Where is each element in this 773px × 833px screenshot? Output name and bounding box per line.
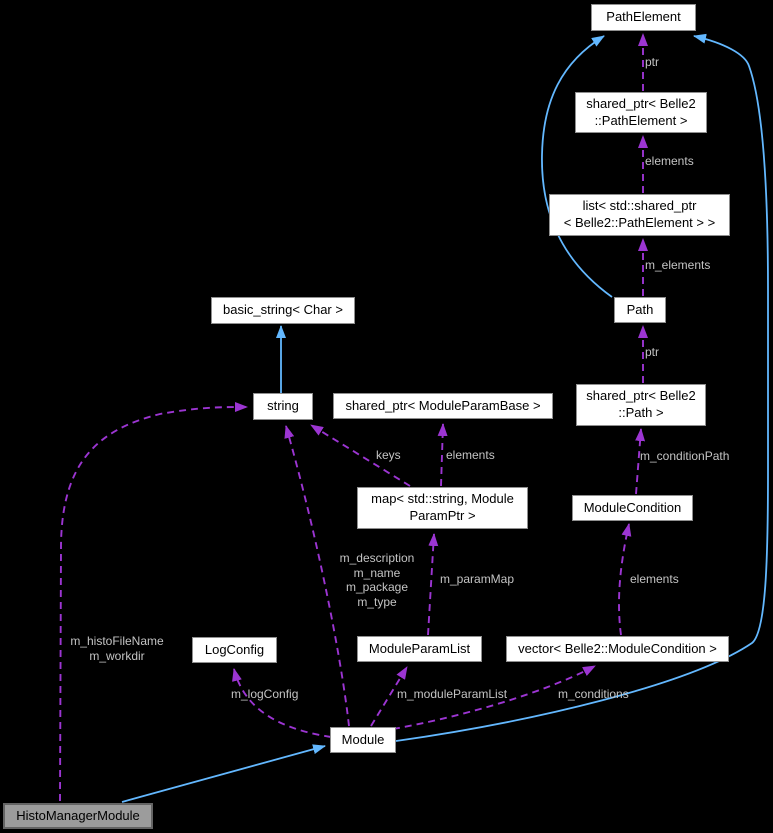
edge-module-to-vector — [392, 665, 596, 730]
node-shared-ptr-path[interactable]: shared_ptr< Belle2 ::Path > — [576, 384, 706, 426]
node-map-string-module-param-ptr[interactable]: map< std::string, Module ParamPtr > — [357, 487, 528, 529]
edge-module-to-path-element — [395, 33, 769, 742]
edge-map-to-string — [310, 424, 411, 487]
node-path-element[interactable]: PathElement — [591, 4, 696, 31]
node-shared-ptr-path-element[interactable]: shared_ptr< Belle2 ::PathElement > — [575, 92, 707, 133]
edge-label-elements-3: elements — [630, 572, 679, 586]
edge-label-elements-2: elements — [446, 448, 495, 462]
edge-path-to-path-element — [541, 35, 613, 298]
edge-map-to-shared-ptr-param-base — [437, 423, 448, 487]
node-list-shared-ptr-path-element[interactable]: list< std::shared_ptr < Belle2::PathElem… — [549, 194, 730, 236]
edge-label-histo-members: m_histoFileName m_workdir — [70, 634, 164, 663]
edge-label-m-module-param-list: m_moduleParamList — [397, 687, 508, 701]
edge-label-m-param-map: m_paramMap — [440, 572, 515, 586]
edge-module-param-list-to-map — [427, 533, 439, 636]
node-histo-manager-module[interactable]: HistoManagerModule — [3, 803, 153, 829]
node-module-param-list[interactable]: ModuleParamList — [357, 636, 482, 662]
edge-label-elements-1: elements — [645, 154, 694, 168]
node-module[interactable]: Module — [330, 727, 396, 753]
node-string[interactable]: string — [253, 393, 313, 420]
edge-label-ptr-1: ptr — [645, 55, 660, 69]
edge-module-to-string — [284, 425, 350, 727]
node-basic-string[interactable]: basic_string< Char > — [211, 297, 355, 324]
edge-histo-manager-to-string — [59, 402, 248, 802]
edge-label-m-elements: m_elements — [645, 258, 711, 272]
edge-label-m-log-config: m_logConfig — [231, 687, 299, 701]
node-shared-ptr-module-param-base[interactable]: shared_ptr< ModuleParamBase > — [333, 393, 553, 419]
node-log-config[interactable]: LogConfig — [192, 637, 277, 663]
edge-histo-manager-to-module — [121, 744, 326, 803]
node-vector-module-condition[interactable]: vector< Belle2::ModuleCondition > — [506, 636, 729, 662]
edge-label-keys: keys — [376, 448, 401, 462]
edge-module-to-log-config — [232, 668, 332, 738]
node-path[interactable]: Path — [614, 297, 666, 323]
edge-label-m-condition-path: m_conditionPath — [640, 449, 730, 463]
edge-vector-to-module-condition — [618, 523, 632, 636]
node-module-condition[interactable]: ModuleCondition — [572, 495, 693, 521]
edge-module-condition-to-shared-ptr-path — [635, 428, 646, 495]
edge-label-ptr-2: ptr — [645, 345, 660, 359]
edge-label-m-conditions: m_conditions — [558, 687, 629, 701]
edge-label-module-members: m_description m_name m_package m_type — [339, 551, 415, 609]
